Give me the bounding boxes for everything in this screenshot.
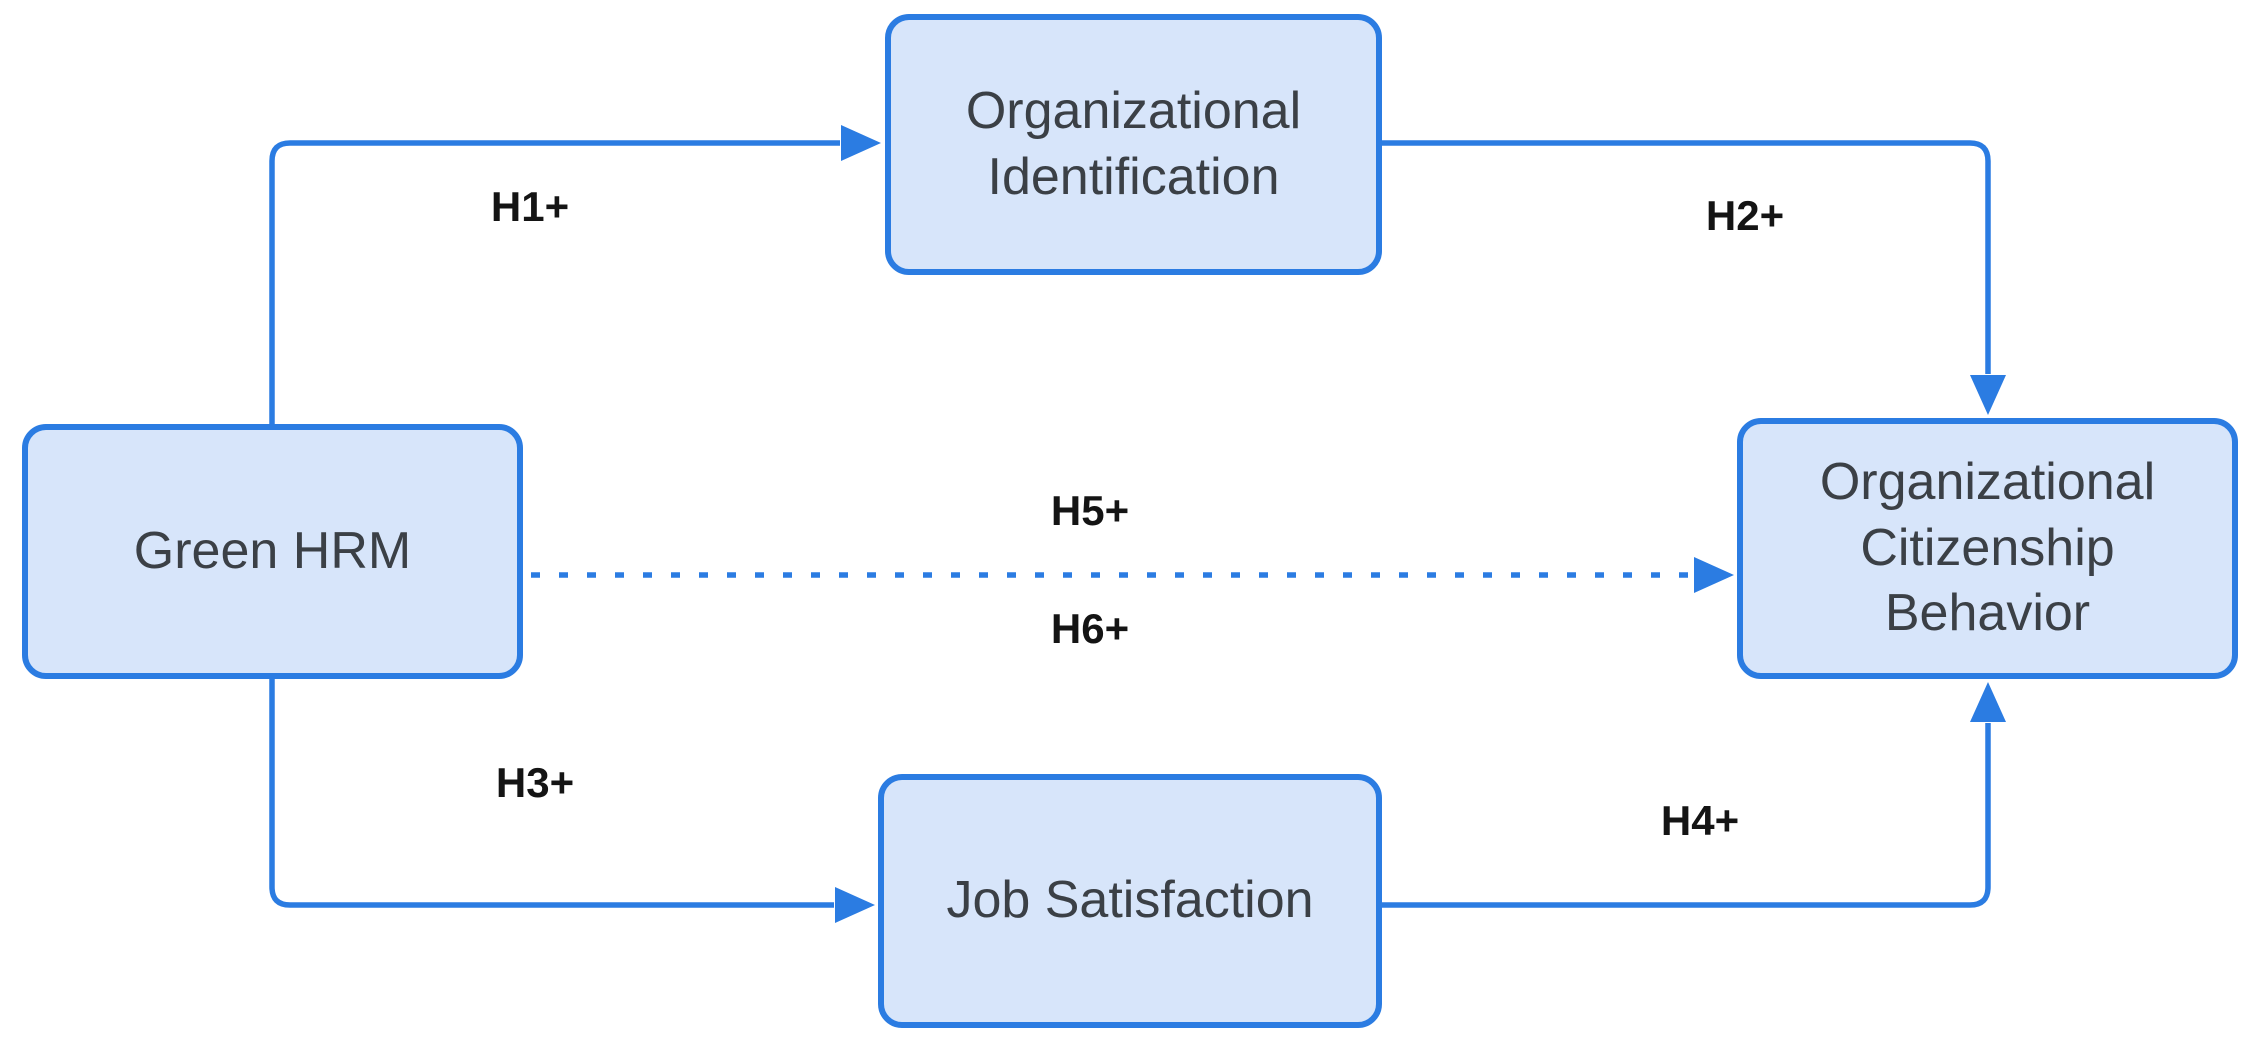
- edge-label-h2: H2+: [1705, 192, 1785, 239]
- connector-h5-h6: [531, 557, 1734, 593]
- edge-label-h5: H5+: [1050, 487, 1130, 534]
- edge-label-h3: H3+: [495, 759, 575, 806]
- arrowhead-h4: [1970, 682, 2006, 722]
- edge-label-h1: H1+: [490, 183, 570, 230]
- connector-h3: [269, 679, 875, 923]
- arrowhead-h2: [1970, 375, 2006, 415]
- node-organizational-citizenship-behavior: Organizational Citizenship Behavior: [1737, 418, 2238, 679]
- edge-label-h4: H4+: [1660, 797, 1740, 844]
- arrowhead-h1: [841, 125, 881, 161]
- node-organizational-identification: Organizational Identification: [885, 14, 1382, 275]
- connector-h4: [1382, 682, 2006, 908]
- connector-h1: [269, 125, 881, 424]
- connector-h2: [1382, 140, 2006, 415]
- arrowhead-h5-h6: [1694, 557, 1734, 593]
- edge-label-h6: H6+: [1050, 605, 1130, 652]
- arrowhead-h3: [835, 887, 875, 923]
- node-job-satisfaction: Job Satisfaction: [878, 774, 1382, 1028]
- node-green-hrm: Green HRM: [22, 424, 523, 679]
